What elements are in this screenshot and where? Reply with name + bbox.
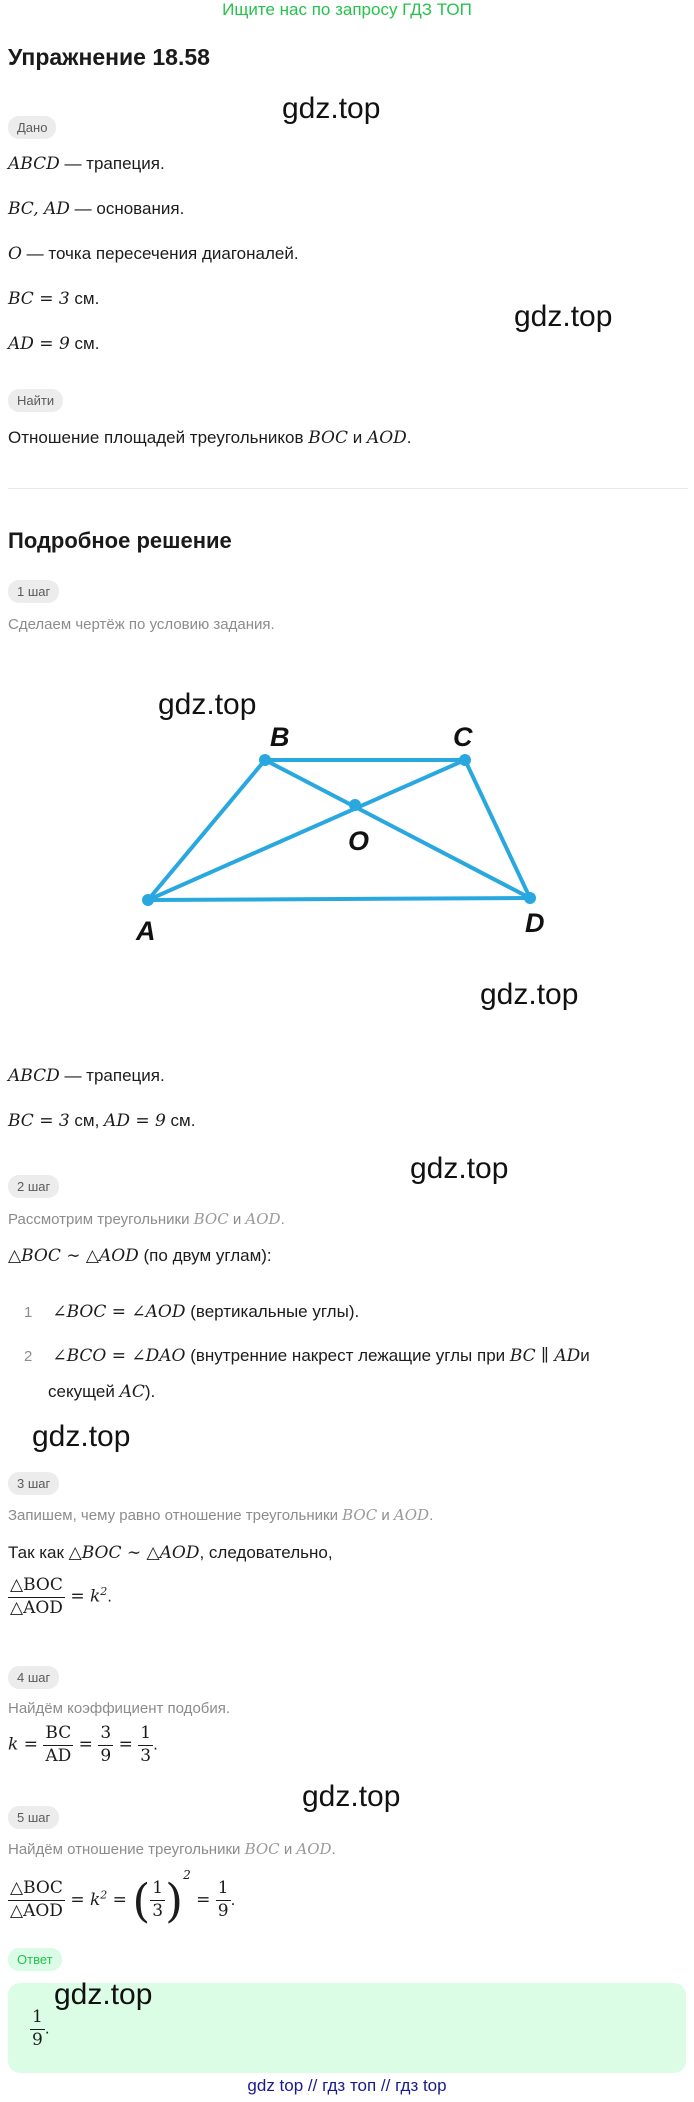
watermark: gdz.top <box>54 1978 153 2011</box>
trapezoid-points <box>142 754 536 906</box>
given-line-3: O — точка пересечения диагоналей. <box>8 244 299 264</box>
segment-AC <box>146 758 467 902</box>
page-title: Упражнение 18.58 <box>8 44 210 70</box>
given-tag: Дано <box>8 116 57 139</box>
search-banner: Ищите нас по запросу ГДЗ ТОП <box>222 0 472 19</box>
step-2-tag: 2 шаг <box>8 1175 60 1198</box>
segment-AB <box>146 758 267 902</box>
footer-links: gdz top // гдз топ // гдз top <box>247 2076 447 2095</box>
find-text: Отношение площадей треугольников BOC и A… <box>8 428 412 448</box>
point-C <box>459 754 471 766</box>
step-1-desc: Сделаем чертёж по условию задания. <box>8 616 275 633</box>
label-D: D <box>525 908 545 938</box>
watermark: gdz.top <box>410 1152 509 1185</box>
label-A: A <box>135 916 156 946</box>
similarity-line: △BOC ∼ △AOD (по двум углам): <box>8 1246 272 1266</box>
step-4-tag: 4 шаг <box>8 1666 60 1689</box>
point-D <box>524 892 536 904</box>
step-1-after-2: BC = 3 см, AD = 9 см. <box>8 1111 196 1131</box>
step-1-after-1: ABCD — трапеция. <box>8 1066 165 1086</box>
step-5-desc: Найдём отношение треугольники BOC и AOD. <box>8 1840 336 1858</box>
step-3-formula: △BOC△AOD = k2. <box>8 1575 113 1618</box>
answer-tag: Ответ <box>8 1948 62 1971</box>
trapezoid-lines <box>146 758 532 902</box>
given-line-5: AD = 9 см. <box>8 334 100 354</box>
given-line-1: ABCD — трапеция. <box>8 154 165 174</box>
solution-title: Подробное решение <box>8 528 232 553</box>
step-5-tag: 5 шаг <box>8 1806 60 1829</box>
step-2-item-2: 2∠BCO = ∠DAO (внутренние накрест лежащие… <box>24 1346 590 1366</box>
step-2-item-2-cont: секущей AC). <box>48 1382 156 1402</box>
step-3-desc: Запишем, чему равно отношение треугольни… <box>8 1506 434 1524</box>
given-line-2: BC, AD — основания. <box>8 199 185 219</box>
step-3-tag: 3 шаг <box>8 1472 60 1495</box>
watermark: gdz.top <box>32 1420 131 1453</box>
point-B <box>259 754 271 766</box>
segment-CD <box>463 758 532 900</box>
point-O <box>349 799 361 811</box>
find-tag: Найти <box>8 389 64 412</box>
step-2-item-1: 1∠BOC = ∠AOD (вертикальные углы). <box>24 1302 360 1322</box>
watermark: gdz.top <box>480 978 579 1011</box>
step-2-desc: Рассмотрим треугольники BOC и AOD. <box>8 1210 285 1228</box>
segment-BD <box>263 758 532 900</box>
segment-DA <box>146 896 532 902</box>
label-B: B <box>270 722 290 752</box>
trapezoid-diagram: B C O A D <box>135 722 545 946</box>
point-A <box>142 894 154 906</box>
step-4-desc: Найдём коэффициент подобия. <box>8 1700 231 1717</box>
watermark: gdz.top <box>282 92 381 125</box>
divider <box>8 488 688 489</box>
label-O: O <box>348 826 369 856</box>
label-C: C <box>453 722 473 752</box>
step-3-line: Так как △BOC ∼ △AOD, следовательно, <box>8 1543 333 1563</box>
answer-box <box>8 1983 686 2073</box>
watermark: gdz.top <box>158 688 257 721</box>
given-line-4: BC = 3 см. <box>8 289 100 309</box>
watermark: gdz.top <box>302 1780 401 1813</box>
step-1-tag: 1 шаг <box>8 580 60 603</box>
watermark: gdz.top <box>514 300 613 333</box>
